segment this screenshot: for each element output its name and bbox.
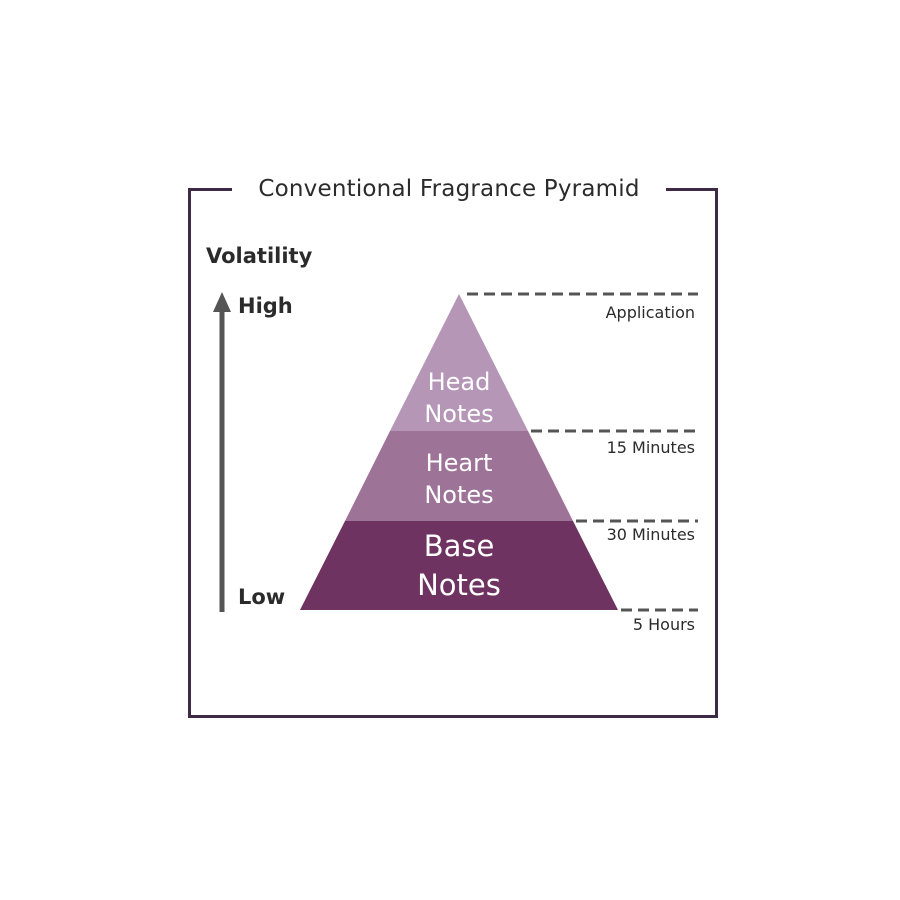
head-notes-label: Head Notes	[424, 368, 494, 428]
15-minutes-label: 15 Minutes	[606, 438, 695, 457]
low-label: Low	[238, 585, 286, 609]
diagram-title: Conventional Fragrance Pyramid	[258, 176, 640, 202]
base-notes-label: Base Notes	[417, 529, 501, 602]
head-notes-layer	[390, 294, 528, 431]
30-minutes-label: 30 Minutes	[606, 525, 695, 544]
heart-notes-label: Heart Notes	[424, 449, 494, 509]
volatility-arrow-head	[213, 292, 231, 312]
high-label: High	[238, 294, 293, 318]
heart-notes-layer	[345, 431, 573, 521]
5-hours-label: 5 Hours	[632, 615, 695, 634]
base-notes-layer	[300, 521, 618, 610]
application-label: Application	[605, 303, 695, 322]
volatility-label: Volatility	[206, 244, 313, 268]
